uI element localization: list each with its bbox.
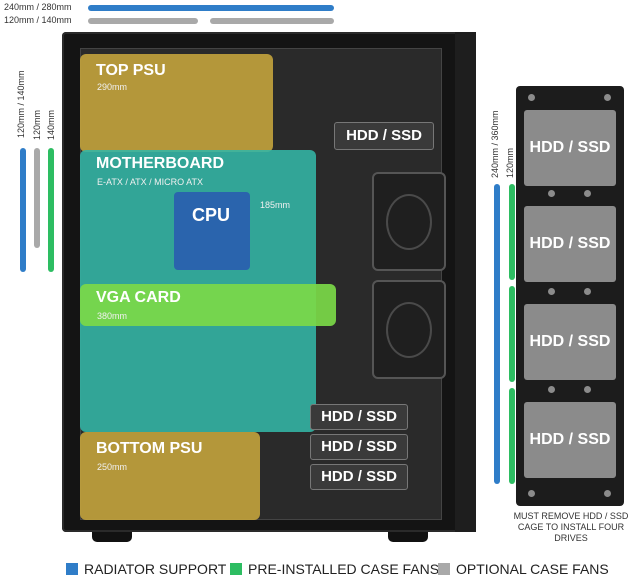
left-preinstalled-bar (48, 148, 54, 272)
tray-screw-hole (584, 386, 591, 393)
motherboard-title: MOTHERBOARD (96, 155, 224, 172)
front-fan-2 (372, 280, 446, 379)
right-preinstalled-label: 120mm (505, 147, 515, 178)
vga-length: 380mm (97, 311, 128, 321)
hdd-bottom-3: HDD / SSD (310, 464, 408, 490)
hdd-bottom-2: HDD / SSD (310, 434, 408, 460)
right-radiator-label: 240mm / 360mm (490, 110, 500, 178)
tray-slot-4: HDD / SSD (524, 402, 616, 478)
tray-note-line-2: CAGE TO INSTALL FOUR DRIVES (517, 522, 625, 543)
front-fan-1 (372, 172, 446, 271)
right-preinstalled-bar-3 (509, 388, 515, 484)
tray-screw-hole (548, 190, 555, 197)
tray-note: MUST REMOVE HDD / SSD CAGE TO INSTALL FO… (504, 511, 638, 544)
vga-zone (80, 284, 336, 326)
cpu-cooler-height: 185mm (260, 200, 291, 210)
top-psu-zone (80, 54, 273, 152)
legend-optional-label: OPTIONAL CASE FANS (456, 561, 609, 577)
drive-tray: HDD / SSD HDD / SSD HDD / SSD HDD / SSD (516, 86, 624, 506)
cpu-zone (174, 192, 250, 270)
top-radiator-bar (88, 5, 334, 11)
left-radiator-bar (20, 148, 26, 272)
tray-screw-hole (604, 490, 611, 497)
legend-optional-swatch (438, 563, 450, 575)
left-optional-bar (34, 148, 40, 248)
tray-slot-3: HDD / SSD (524, 304, 616, 380)
case-foot-left (92, 532, 132, 542)
tray-slot-1: HDD / SSD (524, 110, 616, 186)
tray-screw-hole (604, 94, 611, 101)
tray-note-line-1: MUST REMOVE HDD / SSD (513, 511, 629, 521)
left-radiator-label: 120mm / 140mm (16, 70, 26, 138)
case-foot-right (388, 532, 428, 542)
top-optional-label: 120mm / 140mm (4, 15, 72, 25)
right-preinstalled-bar-2 (509, 286, 515, 382)
right-radiator-bar (494, 184, 500, 484)
top-optional-bar-2 (210, 18, 334, 24)
tray-screw-hole (548, 288, 555, 295)
legend-preinstalled-label: PRE-INSTALLED CASE FANS (248, 561, 440, 577)
tray-slot-2: HDD / SSD (524, 206, 616, 282)
case-front-panel (455, 32, 476, 532)
top-radiator-label: 240mm / 280mm (4, 2, 72, 12)
top-optional-bar-1 (88, 18, 198, 24)
tray-screw-hole (528, 490, 535, 497)
bottom-psu-title: BOTTOM PSU (96, 440, 203, 457)
hdd-bottom-1: HDD / SSD (310, 404, 408, 430)
vga-title: VGA CARD (96, 289, 181, 306)
motherboard-formats: E-ATX / ATX / MICRO ATX (97, 177, 204, 187)
top-psu-title: TOP PSU (96, 62, 166, 79)
top-psu-size: 290mm (97, 82, 128, 92)
left-optional-label: 120mm (32, 109, 42, 140)
legend-preinstalled-swatch (230, 563, 242, 575)
tray-screw-hole (548, 386, 555, 393)
left-preinstalled-label: 140mm (46, 109, 56, 140)
bottom-psu-zone (80, 432, 260, 520)
tray-screw-hole (528, 94, 535, 101)
tray-screw-hole (584, 190, 591, 197)
tray-screw-hole (584, 288, 591, 295)
cpu-title: CPU (192, 205, 231, 225)
legend-radiator-label: RADIATOR SUPPORT (84, 561, 227, 577)
hdd-top: HDD / SSD (334, 122, 434, 150)
bottom-psu-size: 250mm (97, 462, 128, 472)
right-preinstalled-bar-1 (509, 184, 515, 280)
legend-radiator-swatch (66, 563, 78, 575)
